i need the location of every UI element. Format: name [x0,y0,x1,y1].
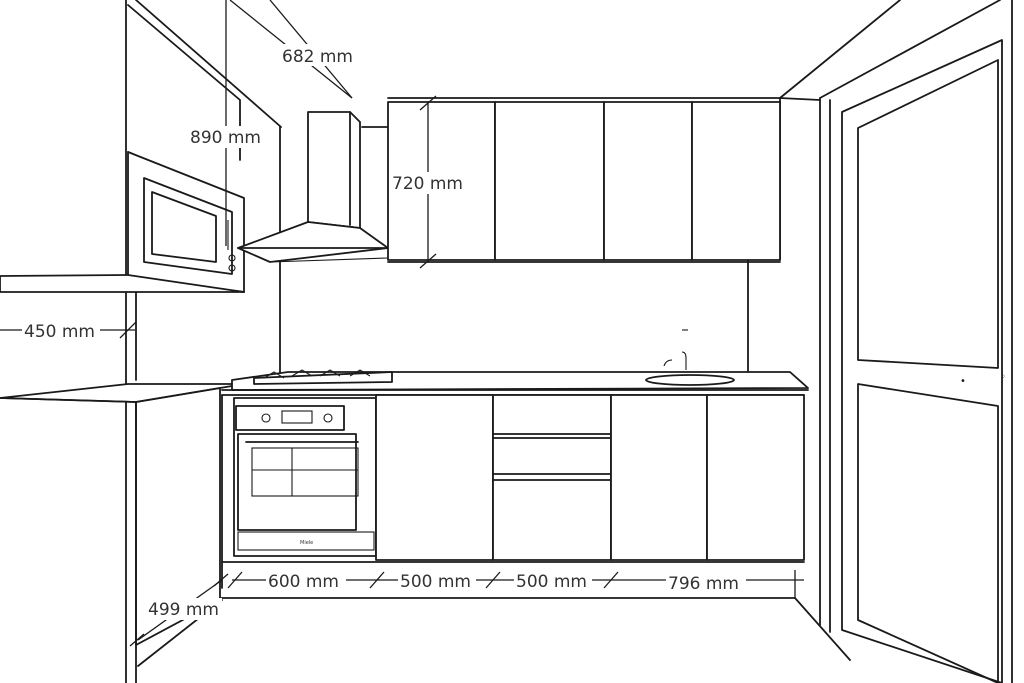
left-return [0,274,245,683]
dim-label-499: 499 mm [148,600,219,620]
wall-cabinet-4 [691,101,781,261]
base-cabinets: Miele [221,394,805,589]
dim-label-682: 682 mm [282,47,353,67]
sink-cabinet-door-right [706,394,805,561]
faucet-icon [663,351,687,370]
svg-text:•: • [960,376,966,387]
dim-label-450: 450 mm [24,322,95,342]
wall-cabinet-3 [603,101,693,261]
door-panel-top [857,59,999,369]
dim-label-720: 720 mm [392,174,463,194]
dim-label-796: 796 mm [668,574,739,594]
dim-label-890: 890 mm [190,128,261,148]
sink-cabinet-door-left [610,394,708,561]
svg-text:◦: ◦ [1000,372,1006,383]
dim-label-500-b: 500 mm [516,572,587,592]
tall-cabinet [127,4,245,381]
microwave-knob-icon [228,254,236,262]
range-hood [237,111,389,263]
drawer-cabinet [492,394,612,561]
dim-label-600: 600 mm [268,572,339,592]
sink [645,374,735,386]
oven-display [281,410,313,424]
oven-door [237,433,357,531]
wall-cabinet-2 [494,101,605,261]
door: • ◦ [819,0,1013,683]
gas-hob [253,371,393,385]
hob-grate-icon [263,369,371,379]
base-cabinet [375,394,494,561]
dimension-labels: 682 mm 890 mm 720 mm 450 mm 600 mm 500 m… [22,44,746,620]
countertop [221,329,809,396]
oven-control-panel [235,405,345,431]
oven-brand: Miele [300,540,313,546]
oven-window [251,447,359,497]
oven-knob-icon [261,413,271,423]
door-panel-bottom [857,383,999,683]
dim-label-500-a: 500 mm [400,572,471,592]
